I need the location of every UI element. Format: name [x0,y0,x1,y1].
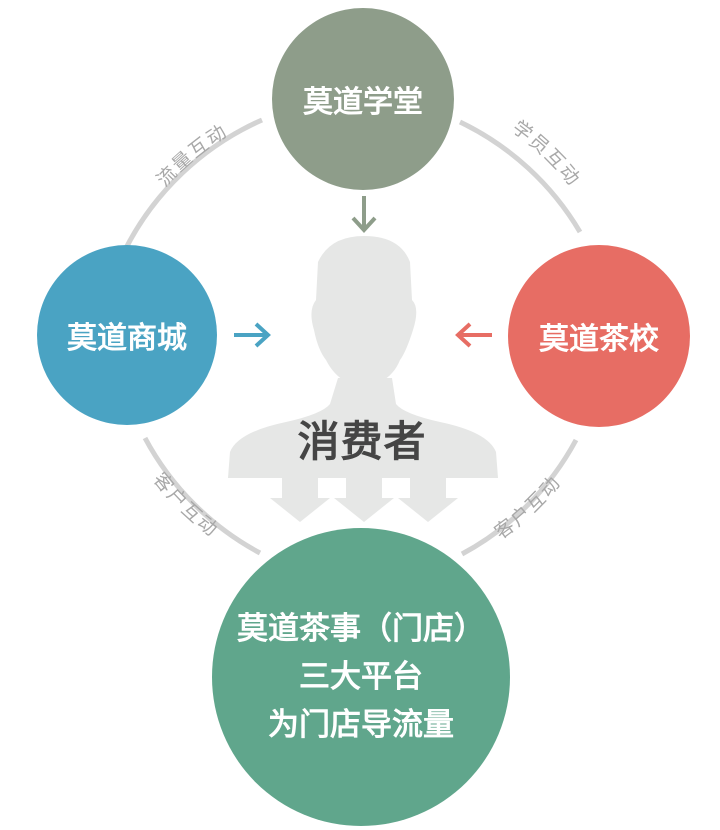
node-mudao-academy: 莫道学堂 [272,8,454,190]
edge-label-bottom-left: 客户互动 [149,469,223,542]
edge-label-bottom-right: 客户互动 [491,471,566,543]
ring-arc-bottom-right [460,438,579,557]
arrow-left-icon [455,322,492,348]
arrow-right-icon [234,322,271,348]
edge-label-top-left: 流量互动 [152,120,232,191]
ring-arc-top-left [122,117,264,252]
node-mudao-mall: 莫道商城 [37,245,217,425]
ring-arc-bottom-left [142,436,262,556]
person-silhouette-icon [228,236,498,522]
node-label-line-1: 莫道茶事（门店） [237,611,485,647]
node-label-line-2: 三大平台 [299,659,423,695]
node-label: 莫道茶校 [539,322,659,357]
node-mudao-tea-school: 莫道茶校 [508,245,690,427]
node-label: 莫道学堂 [303,85,423,120]
node-label: 莫道商城 [67,321,187,356]
edge-label-top-right: 学员互动 [508,116,585,190]
node-mudao-tea-store: 莫道茶事（门店） 三大平台 为门店导流量 [212,528,510,826]
ring-arc-top-right [458,119,583,234]
arrow-down-icon [351,196,377,233]
node-label-line-3: 为门店导流量 [268,707,454,743]
consumer-label: 消费者 [297,417,427,466]
